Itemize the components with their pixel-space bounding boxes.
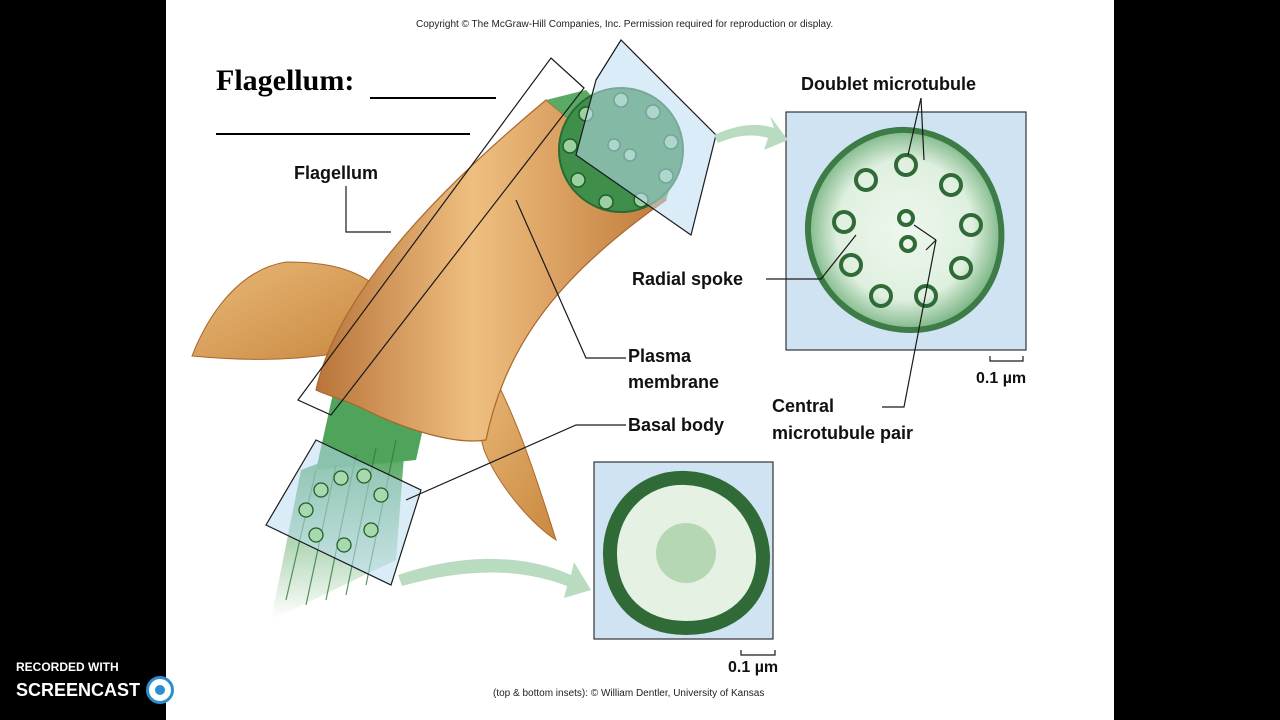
label-central-pair-1: Central bbox=[772, 396, 835, 416]
tem-doublets-top bbox=[832, 153, 983, 308]
label-plasma-membrane-2: membrane bbox=[628, 372, 720, 392]
cross-section-plane-top bbox=[575, 39, 717, 236]
label-radial-spoke: Radial spoke bbox=[632, 269, 744, 289]
watermark-brand-right: MATIC bbox=[178, 680, 234, 700]
label-plasma-membrane-1: Plasma bbox=[628, 346, 692, 366]
arrow-to-top-inset bbox=[714, 116, 788, 150]
watermark-brand-left: SCREENCAST bbox=[16, 680, 141, 700]
scale-bar-bottom bbox=[740, 650, 776, 656]
screencast-o-matic-logo-icon bbox=[146, 675, 175, 704]
label-scale-top: 0.1 µm bbox=[976, 370, 1027, 387]
screencast-watermark: RECORDED WITH SCREENCAST MATIC bbox=[16, 660, 234, 706]
flagellum-bracket bbox=[297, 57, 585, 416]
label-doublet-microtubule: Doublet microtubule bbox=[801, 74, 976, 94]
label-central-pair-2: microtubule pair bbox=[772, 423, 914, 443]
membrane-fin-right bbox=[470, 379, 557, 542]
membrane-fin-left bbox=[191, 261, 382, 360]
label-basal-body: Basal body bbox=[628, 415, 725, 435]
answer-blank-2[interactable] bbox=[216, 133, 470, 135]
slide: Copyright © The McGraw-Hill Companies, I… bbox=[166, 0, 1114, 720]
cross-section-plane-bottom bbox=[265, 439, 422, 586]
scale-bar-top bbox=[989, 356, 1024, 362]
image-credit: (top & bottom insets): © William Dentler… bbox=[493, 688, 765, 699]
page-title: Flagellum: bbox=[216, 64, 355, 97]
answer-blank-1[interactable] bbox=[370, 97, 496, 99]
arrow-to-bottom-inset bbox=[398, 558, 591, 598]
label-flagellum: Flagellum bbox=[294, 163, 379, 183]
watermark-line1: RECORDED WITH bbox=[16, 660, 119, 674]
copyright-notice: Copyright © The McGraw-Hill Companies, I… bbox=[416, 19, 834, 30]
flagellum-illustration bbox=[191, 39, 1027, 656]
leader-lines bbox=[345, 97, 937, 501]
basal-body-rings bbox=[298, 468, 389, 553]
label-scale-bottom: 0.1 µm bbox=[728, 659, 779, 676]
